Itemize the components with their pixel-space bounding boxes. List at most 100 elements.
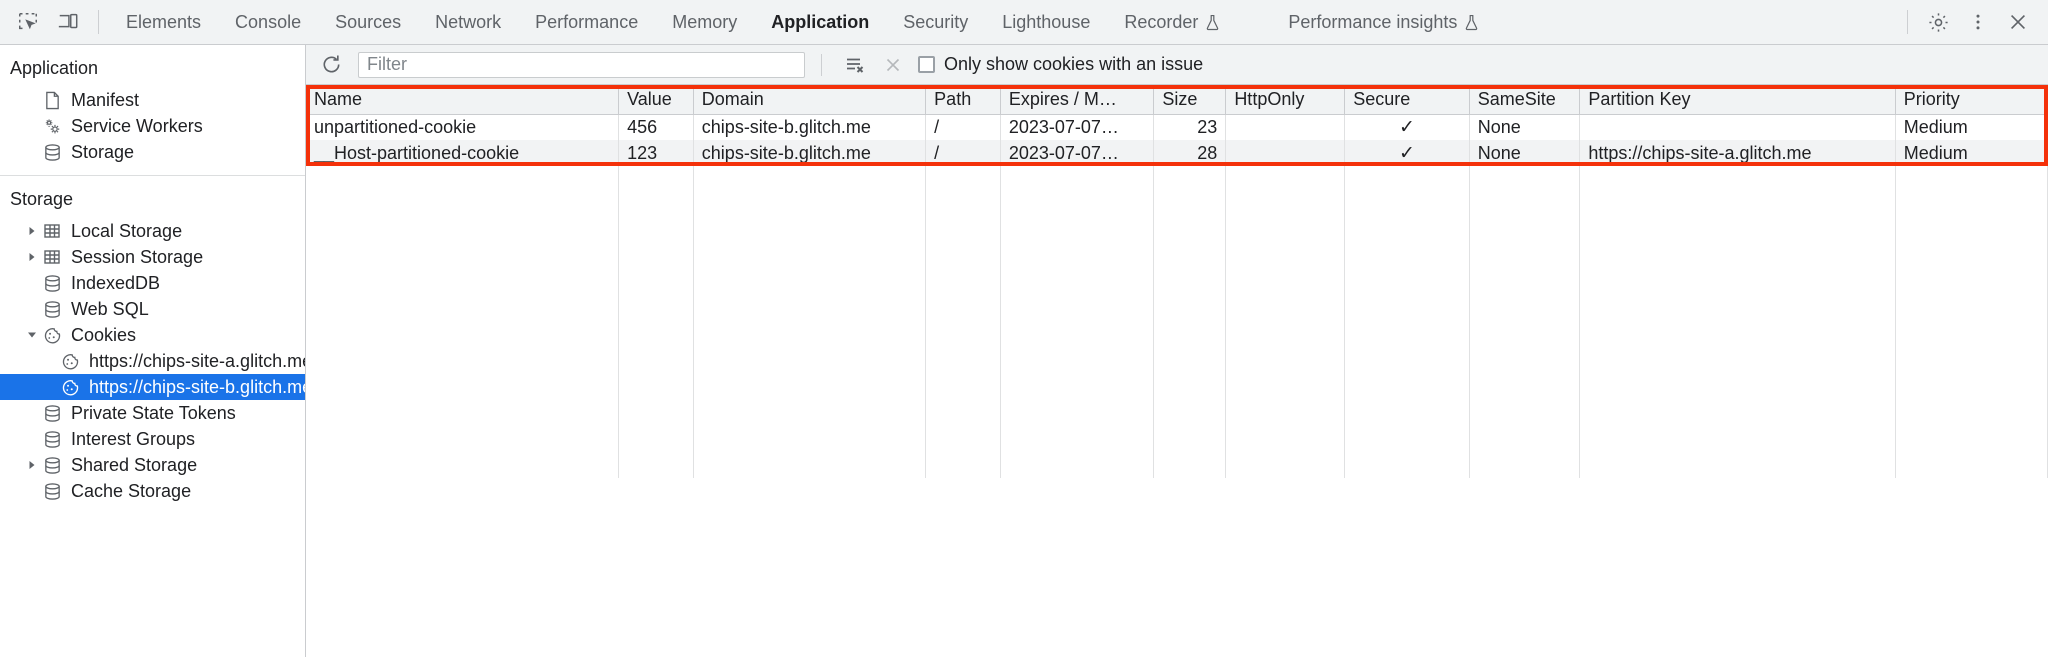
cookies-table: Name Value Domain Path Expires / M… Size…	[306, 85, 2048, 478]
tab-label: Network	[435, 11, 502, 32]
column-header-value[interactable]: Value	[618, 85, 694, 115]
tab-sources[interactable]: Sources	[318, 0, 418, 45]
sidebar-item-label: Cookies	[71, 324, 137, 345]
chevron-right-icon[interactable]	[24, 249, 40, 265]
cookie-icon	[59, 351, 81, 371]
table-empty-row	[306, 192, 2048, 218]
cell-expires: 2023-07-07…	[1000, 114, 1155, 140]
toolbar-right-actions	[1897, 4, 2038, 40]
cell-name: unpartitioned-cookie	[306, 114, 620, 140]
devtools-main-toolbar: Elements Console Sources Network Perform…	[0, 0, 2048, 45]
cell-domain: chips-site-b.glitch.me	[693, 114, 927, 140]
cookies-panel: Filter Only show cookies with an	[306, 45, 2048, 657]
table-row[interactable]: unpartitioned-cookie 456 chips-site-b.gl…	[306, 114, 2048, 140]
tab-label: Console	[235, 11, 302, 32]
cell-samesite: None	[1469, 140, 1581, 166]
chevron-right-icon[interactable]	[24, 223, 40, 239]
refresh-icon[interactable]	[314, 50, 348, 80]
devtools-body: Application Manifest	[0, 45, 2048, 657]
tab-application[interactable]: Application	[754, 0, 886, 45]
panel-tabs: Elements Console Sources Network Perform…	[109, 0, 1897, 45]
column-header-size[interactable]: Size	[1153, 85, 1227, 115]
sidebar-item-label: Cache Storage	[71, 480, 192, 501]
table-empty-row	[306, 218, 2048, 244]
sidebar-item-cookies-site-a[interactable]: https://chips-site-a.glitch.me	[0, 348, 305, 374]
document-icon	[41, 90, 63, 110]
column-header-secure[interactable]: Secure	[1344, 85, 1470, 115]
cookies-filter-toolbar: Filter Only show cookies with an	[306, 45, 2048, 85]
sidebar-item-session-storage[interactable]: Session Storage	[0, 244, 305, 270]
table-empty-row	[306, 296, 2048, 322]
filter-input[interactable]: Filter	[358, 51, 805, 78]
only-show-issues-checkbox[interactable]	[918, 56, 935, 73]
tab-label: Memory	[672, 11, 738, 32]
cell-secure: ✓	[1344, 140, 1470, 166]
filterbar-divider	[821, 53, 822, 76]
tab-label: Sources	[335, 11, 402, 32]
tab-label: Security	[903, 11, 969, 32]
sidebar-item-interest-groups[interactable]: Interest Groups	[0, 426, 305, 452]
chevron-right-icon[interactable]	[24, 457, 40, 473]
sidebar-item-label: IndexedDB	[71, 272, 161, 293]
sidebar-item-local-storage[interactable]: Local Storage	[0, 218, 305, 244]
tab-security[interactable]: Security	[886, 0, 985, 45]
tab-console[interactable]: Console	[218, 0, 318, 45]
sidebar-item-storage-overview[interactable]: Storage	[0, 139, 305, 165]
clear-all-cookies-icon[interactable]	[838, 50, 872, 80]
device-toolbar-icon[interactable]	[48, 4, 88, 40]
column-header-domain[interactable]: Domain	[693, 85, 927, 115]
sidebar-item-cache-storage[interactable]: Cache Storage	[0, 478, 305, 504]
delete-selected-icon[interactable]	[876, 50, 910, 80]
tab-label: Elements	[126, 11, 202, 32]
tab-lighthouse[interactable]: Lighthouse	[985, 0, 1107, 45]
database-icon	[41, 403, 63, 423]
column-header-samesite[interactable]: SameSite	[1469, 85, 1581, 115]
cell-httponly	[1225, 114, 1346, 140]
cell-expires: 2023-07-07…	[1000, 140, 1155, 166]
storage-section-title: Storage	[10, 189, 74, 209]
sidebar-item-cookies[interactable]: Cookies	[0, 322, 305, 348]
database-icon	[41, 429, 63, 449]
sidebar-item-label: Shared Storage	[71, 454, 198, 475]
tab-performance-insights[interactable]: Performance insights	[1271, 0, 1496, 45]
table-empty-row	[306, 322, 2048, 348]
tab-performance[interactable]: Performance	[518, 0, 655, 45]
table-empty-row	[306, 452, 2048, 478]
sidebar-item-label: Web SQL	[71, 298, 149, 319]
close-icon[interactable]	[1998, 4, 2038, 40]
sidebar-item-private-state-tokens[interactable]: Private State Tokens	[0, 400, 305, 426]
kebab-menu-icon[interactable]	[1958, 4, 1998, 40]
column-header-httponly[interactable]: HttpOnly	[1225, 85, 1346, 115]
column-header-priority[interactable]: Priority	[1895, 85, 2048, 115]
tab-memory[interactable]: Memory	[655, 0, 754, 45]
tab-recorder[interactable]: Recorder	[1107, 0, 1237, 45]
only-show-issues-checkbox-wrap[interactable]: Only show cookies with an issue	[918, 54, 1203, 75]
database-icon	[41, 481, 63, 501]
column-header-name[interactable]: Name	[306, 85, 620, 115]
sidebar-item-shared-storage[interactable]: Shared Storage	[0, 452, 305, 478]
cell-partition-key	[1579, 114, 1896, 140]
experiment-flask-icon	[1205, 14, 1220, 31]
application-sidebar: Application Manifest	[0, 45, 306, 657]
tab-elements[interactable]: Elements	[109, 0, 218, 45]
database-icon	[41, 455, 63, 475]
sidebar-item-service-workers[interactable]: Service Workers	[0, 113, 305, 139]
sidebar-item-cookies-site-b[interactable]: https://chips-site-b.glitch.me	[0, 374, 305, 400]
gear-icon[interactable]	[1918, 4, 1958, 40]
column-header-expires[interactable]: Expires / M…	[1000, 85, 1155, 115]
table-row[interactable]: __Host-partitioned-cookie 123 chips-site…	[306, 140, 2048, 166]
column-header-path[interactable]: Path	[925, 85, 1001, 115]
cell-name: __Host-partitioned-cookie	[306, 140, 620, 166]
chevron-down-icon[interactable]	[24, 327, 40, 343]
table-empty-row	[306, 244, 2048, 270]
inspect-element-icon[interactable]	[8, 4, 48, 40]
sidebar-item-web-sql[interactable]: Web SQL	[0, 296, 305, 322]
sidebar-item-manifest[interactable]: Manifest	[0, 87, 305, 113]
table-empty-row	[306, 166, 2048, 192]
cookie-icon	[59, 377, 81, 397]
tab-network[interactable]: Network	[418, 0, 518, 45]
column-header-partition-key[interactable]: Partition Key	[1579, 85, 1896, 115]
tab-label: Lighthouse	[1002, 11, 1091, 32]
sidebar-item-indexeddb[interactable]: IndexedDB	[0, 270, 305, 296]
